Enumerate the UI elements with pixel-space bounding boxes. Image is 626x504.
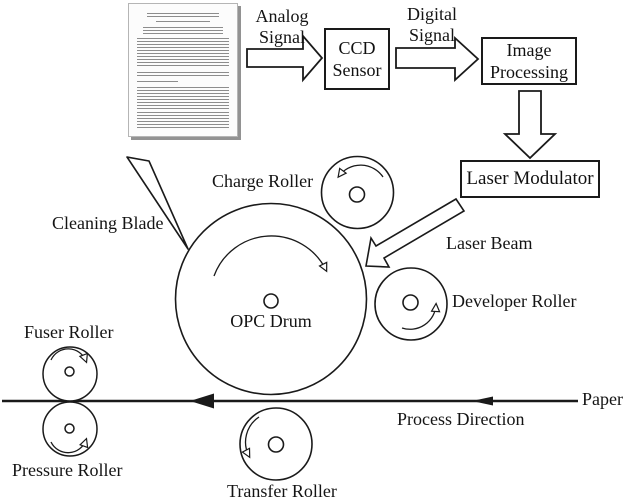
pressure-roller-label: Pressure Roller xyxy=(12,460,123,480)
scanned-document-thumbnail xyxy=(128,3,238,137)
pressure-roller xyxy=(42,401,98,457)
laser-beam-label: Laser Beam xyxy=(446,233,533,253)
transfer-roller-label: Transfer Roller xyxy=(227,481,337,501)
analog-signal-arrow xyxy=(246,33,324,83)
fuser-roller-hub xyxy=(64,366,75,377)
fuser-roller xyxy=(42,346,98,402)
document-author-lines xyxy=(156,21,210,24)
cleaning-blade-label: Cleaning Blade xyxy=(52,213,164,233)
document-affiliation-lines xyxy=(143,27,223,34)
opc-drum-rotation-arrow xyxy=(213,235,328,277)
developer-roller-label: Developer Roller xyxy=(452,291,577,311)
document-body-lines xyxy=(137,87,229,109)
laser-beam-arrow xyxy=(365,197,466,268)
laser-modulator-box: Laser Modulator xyxy=(460,160,600,198)
charge-roller-rotation-arrow xyxy=(337,164,384,179)
charge-roller-label: Charge Roller xyxy=(212,171,314,191)
charge-roller-hub xyxy=(348,186,366,203)
developer-roller-hub xyxy=(402,294,419,311)
paper-label: Paper xyxy=(582,389,623,409)
document-section-heading-line xyxy=(137,81,179,84)
paper-path-line xyxy=(2,393,578,409)
fuser-roller-rotation-arrow xyxy=(50,348,89,364)
transfer-roller xyxy=(239,407,313,481)
developer-roller xyxy=(374,267,448,341)
charge-roller xyxy=(320,155,395,230)
fuser-roller-label: Fuser Roller xyxy=(24,322,114,342)
analog-signal-label: Analog Signal xyxy=(255,6,309,48)
document-keyword-lines xyxy=(137,72,229,77)
transfer-roller-rotation-arrow xyxy=(241,416,260,459)
pressure-roller-hub xyxy=(64,423,75,434)
cleaning-blade xyxy=(126,156,189,250)
transfer-roller-hub xyxy=(267,436,285,453)
document-abstract-lines xyxy=(137,38,229,68)
image-processing-box: Image Processing xyxy=(481,37,577,85)
document-body-lines xyxy=(137,112,229,130)
process-direction-label: Process Direction xyxy=(397,409,525,429)
opc-drum xyxy=(174,202,368,396)
document-title-lines xyxy=(147,13,219,18)
opc-drum-hub xyxy=(263,293,279,309)
pressure-roller-rotation-arrow xyxy=(50,437,89,454)
developer-roller-rotation-arrow xyxy=(401,302,441,330)
opc-drum-label: OPC Drum xyxy=(230,311,312,331)
image-to-modulator-arrow xyxy=(502,90,558,160)
digital-signal-arrow xyxy=(395,35,480,83)
process-direction-arrowhead-small xyxy=(472,396,493,406)
digital-signal-label: Digital Signal xyxy=(407,4,457,46)
process-direction-arrowhead-large xyxy=(190,393,214,409)
ccd-sensor-box: CCD Sensor xyxy=(324,28,390,90)
